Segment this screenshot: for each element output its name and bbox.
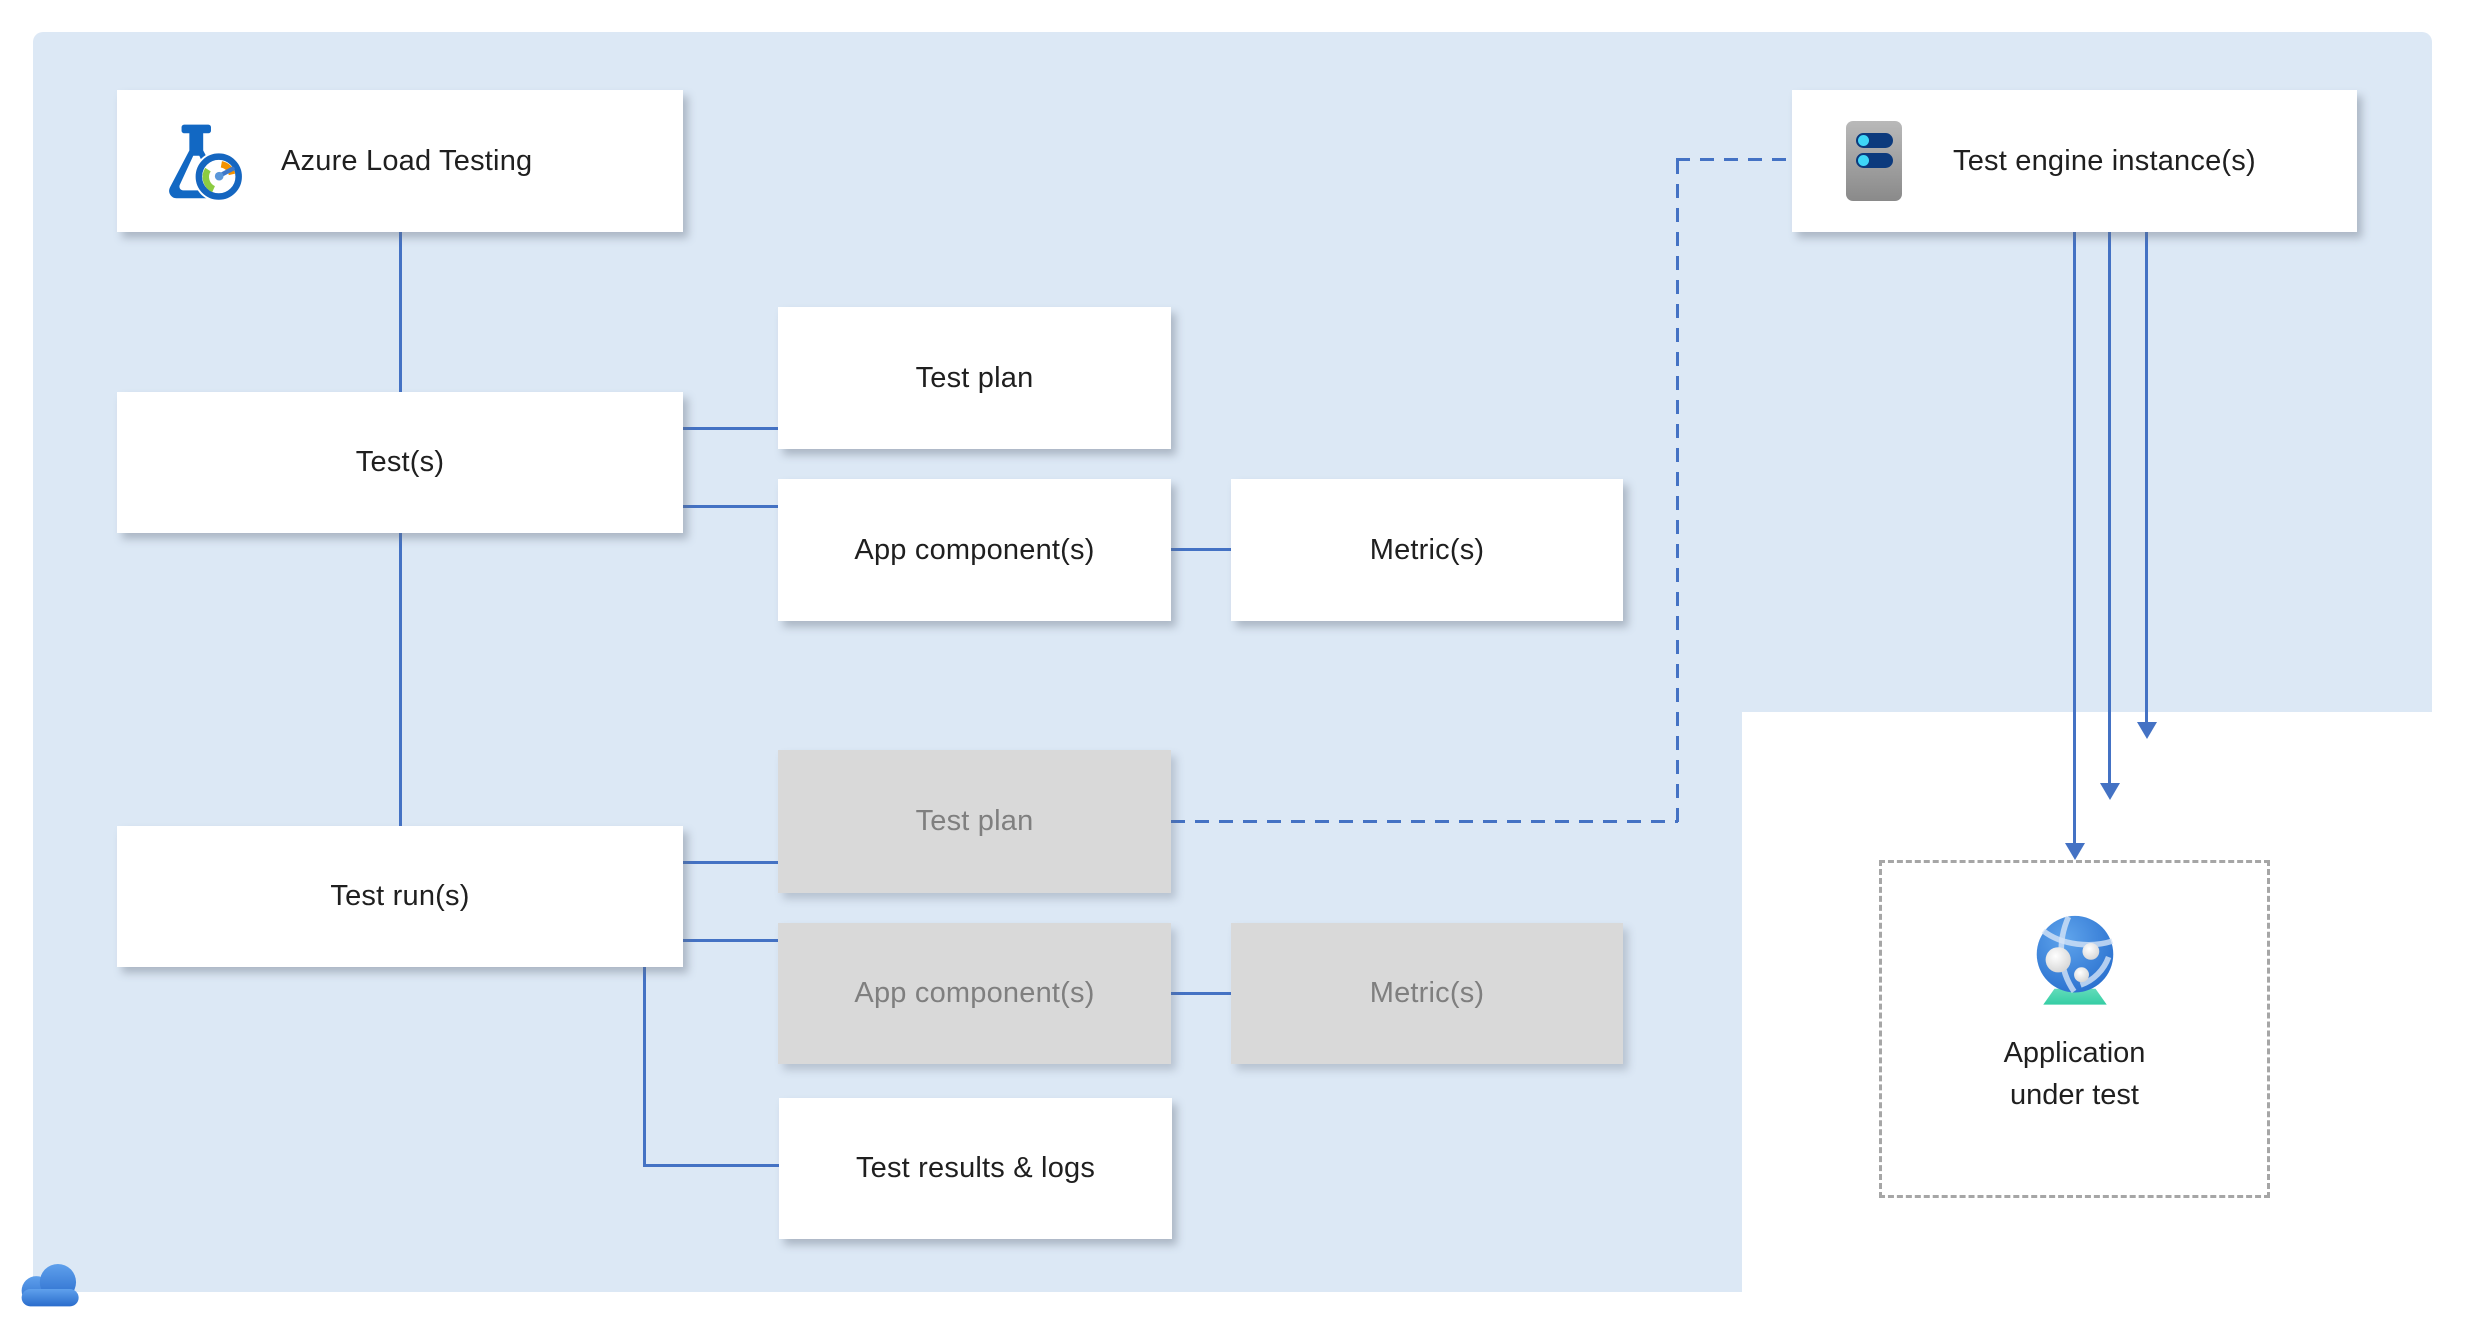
web-app-globe-icon [2019,901,2131,1018]
arrowhead-icon [2100,783,2120,800]
node-test-runs: Test run(s) [117,826,683,967]
dashed-connector-to-test-engine [1676,158,1792,161]
node-test-results-logs: Test results & logs [779,1098,1172,1239]
load-testing-flask-gauge-icon [153,119,243,203]
node-run-app-components: App component(s) [778,923,1171,1064]
node-label: Test(s) [355,446,445,478]
arrow-engine-to-app-2 [2108,232,2111,786]
node-label: App component(s) [854,977,1095,1009]
node-label: Metric(s) [1369,977,1485,1009]
arrowhead-icon [2137,722,2157,739]
arrowhead-icon [2065,843,2085,860]
node-label: App component(s) [854,533,1095,566]
node-label: Azure Load Testing [281,144,533,177]
connector-tests-to-testplan [683,427,778,430]
connector-run-appcomponents-to-run-metrics [1171,992,1231,995]
connector-tests-to-testruns [399,533,402,826]
node-test-plan: Test plan [778,307,1171,449]
node-app-components: App component(s) [778,479,1171,621]
connector-azure-to-tests [399,232,402,392]
node-tests: Test(s) [117,392,683,533]
connector-testruns-to-results-horizontal [643,1164,779,1167]
server-icon [1843,119,1905,203]
node-label: Test plan [915,361,1034,394]
dashed-connector-vertical [1676,160,1679,822]
app-label-line1: Application [2003,1037,2146,1069]
node-application-under-test: Application under test [1879,860,2270,1198]
dashed-connector-run-testplan-horizontal [1171,820,1678,823]
app-label-line2: under test [2010,1079,2139,1111]
node-label: Metric(s) [1369,533,1485,566]
connector-testruns-to-run-testplan [683,861,778,864]
arrow-engine-to-app-1 [2073,232,2076,846]
connector-testruns-to-results-vertical [643,967,646,1167]
node-run-test-plan: Test plan [778,750,1171,893]
node-azure-load-testing: Azure Load Testing [117,90,683,232]
node-label: Application under test [2004,1032,2146,1116]
node-run-metrics: Metric(s) [1231,923,1623,1064]
arrow-engine-to-app-3 [2145,232,2148,725]
node-metrics: Metric(s) [1231,479,1623,621]
node-label: Test run(s) [330,880,470,912]
background-cutout [1742,712,2465,1338]
node-label: Test engine instance(s) [1953,144,2256,177]
node-label: Test plan [915,805,1034,837]
connector-tests-to-appcomponents [683,505,778,508]
node-label: Test results & logs [855,1152,1096,1184]
node-test-engine-instances: Test engine instance(s) [1792,90,2357,232]
azure-cloud-icon [13,1255,89,1316]
connector-appcomponents-to-metrics [1171,548,1231,551]
connector-testruns-to-run-appcomponents [683,939,778,942]
